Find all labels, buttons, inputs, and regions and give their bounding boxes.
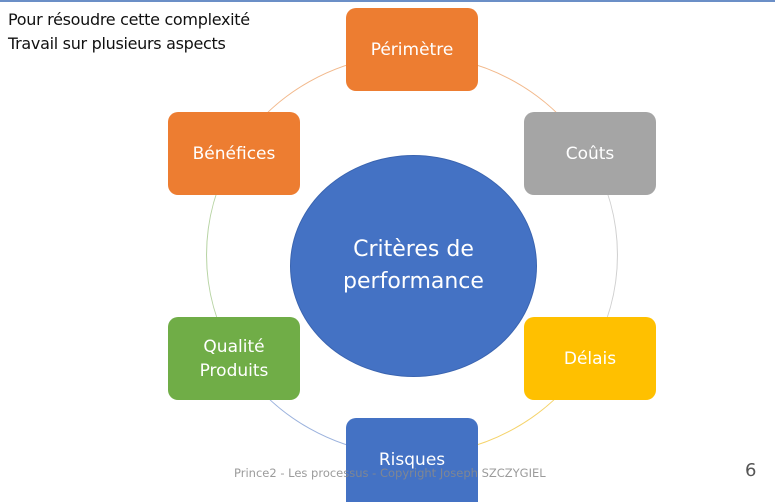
top-border	[0, 0, 775, 2]
heading-line-2: Travail sur plusieurs aspects	[8, 34, 226, 53]
box-label: Bénéfices	[192, 143, 276, 164]
slide-footer: Prince2 - Les processus - Copyright Jose…	[234, 466, 546, 480]
box-label-line-2: Produits	[199, 360, 269, 381]
slide-heading: Pour résoudre cette complexité Travail s…	[8, 8, 250, 56]
box-couts: Coûts	[524, 112, 656, 195]
heading-line-1: Pour résoudre cette complexité	[8, 10, 250, 29]
box-label-line-1: Qualité	[203, 336, 265, 357]
box-risques: Risques	[346, 418, 478, 502]
box-label: Coûts	[565, 143, 615, 164]
box-label: Risques	[378, 450, 446, 470]
box-label: Périmètre	[370, 39, 454, 60]
box-delais: Délais	[524, 317, 656, 400]
center-line-1: Critères de	[353, 237, 474, 262]
center-performance-criteria: Critères de performance	[290, 155, 537, 377]
page-number: 6	[745, 460, 757, 481]
box-benefices: Bénéfices	[168, 112, 300, 195]
box-label: Délais	[563, 348, 617, 369]
box-perimetre: Périmètre	[346, 8, 478, 91]
center-line-2: performance	[343, 269, 484, 294]
